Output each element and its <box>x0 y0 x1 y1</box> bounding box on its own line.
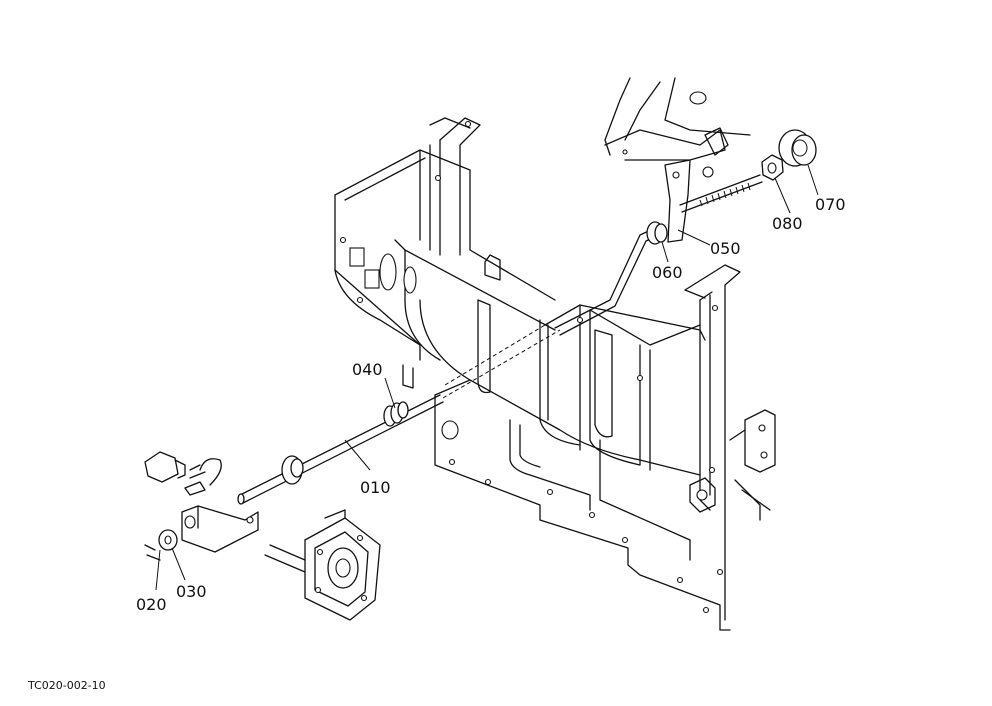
right-upright <box>684 264 776 621</box>
lower-left-parts <box>144 451 381 621</box>
clamp-060 <box>646 221 668 245</box>
drawing-code: TC020-002-10 <box>27 679 106 692</box>
rear-plate <box>434 316 731 631</box>
leader-lines <box>155 164 819 591</box>
upper-lever-assembly <box>604 77 763 243</box>
label-060: 060 <box>652 263 683 282</box>
label-080: 080 <box>772 214 803 233</box>
battery-box-frame <box>334 117 706 476</box>
collar-040 <box>383 401 409 427</box>
grommet <box>281 455 304 485</box>
label-020: 020 <box>136 595 167 614</box>
nut-080 <box>761 154 784 181</box>
label-010: 010 <box>360 478 391 497</box>
label-070: 070 <box>815 195 846 214</box>
label-050: 050 <box>710 239 741 258</box>
label-040: 040 <box>352 360 383 379</box>
knob-070 <box>778 129 817 167</box>
label-030: 030 <box>176 582 207 601</box>
